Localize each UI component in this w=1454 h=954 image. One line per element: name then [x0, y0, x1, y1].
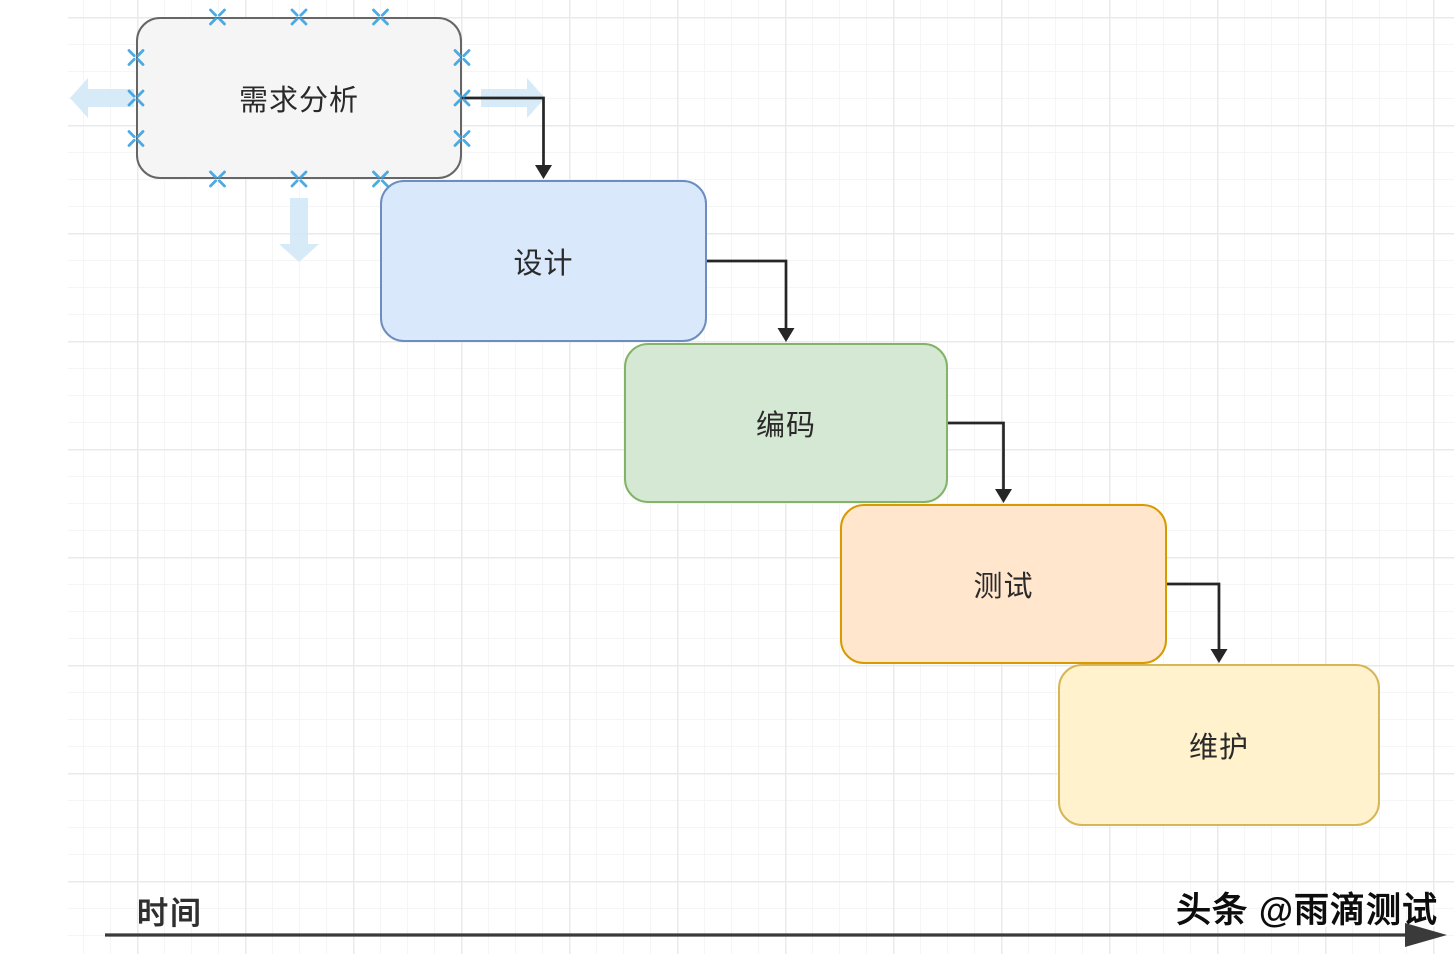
- node-testing[interactable]: 测试: [840, 504, 1167, 664]
- time-axis-label[interactable]: 时间: [137, 896, 203, 931]
- node-design[interactable]: 设计: [380, 180, 707, 342]
- node-label: 编码: [755, 410, 816, 442]
- node-label: 测试: [973, 571, 1034, 603]
- node-maintenance[interactable]: 维护: [1058, 664, 1380, 826]
- watermark-text: 头条 @雨滴测试: [1176, 891, 1438, 930]
- node-label: 设计: [513, 248, 574, 280]
- canvas-left-margin: [0, 0, 68, 954]
- node-label: 需求分析: [238, 85, 359, 117]
- node-requirements-analysis[interactable]: 需求分析: [136, 17, 462, 179]
- node-coding[interactable]: 编码: [624, 343, 948, 503]
- node-label: 维护: [1188, 732, 1249, 764]
